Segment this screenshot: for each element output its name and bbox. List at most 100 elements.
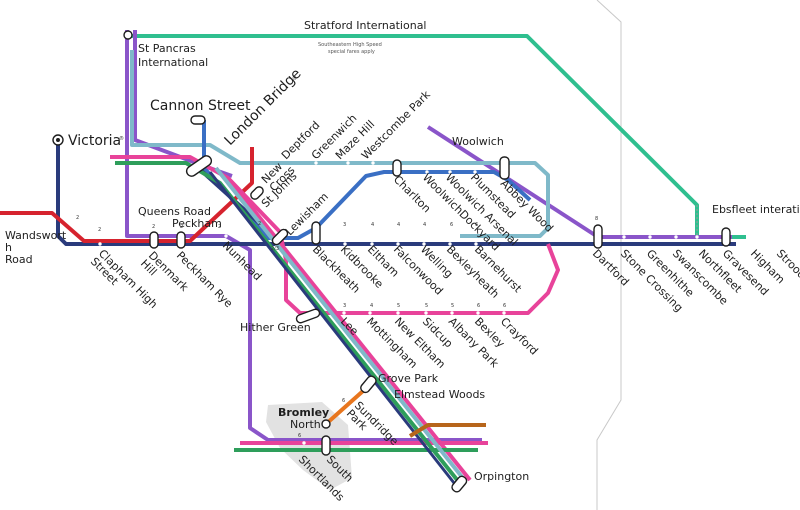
- zone-boundary: [596, 0, 622, 510]
- line-green: [115, 161, 464, 488]
- peckham-rye-marker[interactable]: [176, 231, 186, 249]
- stop-dot: [343, 242, 347, 246]
- zone-number: 2: [76, 215, 79, 221]
- stop-dot: [396, 311, 400, 315]
- zone-number: 2: [218, 224, 221, 230]
- hither-green-marker[interactable]: [295, 308, 321, 324]
- line-purple-west: [125, 30, 482, 442]
- stop-dot: [358, 407, 362, 411]
- line-teal-south: [214, 166, 468, 484]
- stop-dot: [368, 311, 372, 315]
- zone-number: 4: [370, 303, 373, 309]
- london-bridge-marker[interactable]: [185, 154, 214, 178]
- label-victoria: Victoria: [68, 133, 121, 149]
- zone-number: 2: [180, 224, 183, 230]
- blackheath-marker[interactable]: [311, 221, 321, 245]
- zone-number: 6: [503, 303, 506, 309]
- new-cross-marker[interactable]: [249, 185, 265, 201]
- stop-dot: [422, 242, 426, 246]
- zone-number: 3: [343, 222, 346, 228]
- zone-number: 2: [98, 227, 101, 233]
- line-teal: [130, 50, 550, 238]
- dartford-marker[interactable]: [593, 224, 603, 249]
- zone-number: 5: [397, 303, 400, 309]
- zone-number: 8: [595, 216, 598, 222]
- label-wandsworth-road: Wandswort: [5, 229, 67, 242]
- orpington-marker[interactable]: [450, 475, 468, 494]
- stop-dot: [370, 242, 374, 246]
- stop-dot: [371, 161, 375, 165]
- label-crayford: Crayford: [498, 315, 541, 358]
- line-brown: [408, 423, 486, 438]
- stop-dot: [302, 441, 306, 445]
- victoria-marker-dot: [56, 138, 60, 142]
- abbey-wood-marker[interactable]: [499, 156, 510, 180]
- label-rail-mark: ®: [119, 135, 124, 142]
- denmark-hill-marker[interactable]: [149, 231, 159, 249]
- label-st-pancras: St Pancras: [138, 42, 196, 55]
- zone-number: 6: [342, 398, 345, 404]
- stratford-marker[interactable]: [123, 30, 133, 40]
- stop-dot: [424, 311, 428, 315]
- label-southeastern-note: Southeastern High Speed: [318, 42, 382, 48]
- label-grove-park: Grove Park: [378, 372, 439, 385]
- label-queens-road-peckham: Peckham: [172, 217, 222, 230]
- line-high-speed: [127, 34, 746, 239]
- zone-number: 6: [477, 303, 480, 309]
- bromley-south-marker[interactable]: [321, 435, 331, 456]
- stop-dot: [473, 170, 477, 174]
- stop-dot: [448, 170, 452, 174]
- zone-number: 4: [397, 222, 400, 228]
- label-ebbsfleet: Ebsfleet interational: [712, 203, 800, 216]
- stop-dot: [474, 242, 478, 246]
- lewisham-marker[interactable]: [271, 228, 289, 246]
- label-stratford-international: Stratford International: [304, 19, 427, 32]
- line-pink: [110, 155, 560, 315]
- stop-dot: [476, 311, 480, 315]
- zone-number: 4: [423, 222, 426, 228]
- label-woolwich: Woolwich: [452, 135, 504, 148]
- stop-dot: [502, 311, 506, 315]
- stop-dot: [224, 234, 228, 238]
- grove-park-marker[interactable]: [359, 375, 377, 395]
- stop-dot: [98, 242, 102, 246]
- zone-number: 2: [152, 224, 155, 230]
- gravesend-marker[interactable]: [721, 227, 731, 247]
- zone-number: 4: [371, 222, 374, 228]
- label-cannon-street: Cannon Street: [150, 98, 251, 114]
- stop-dot: [342, 311, 346, 315]
- label-wandsworth-road: h: [5, 241, 12, 254]
- label-rail-mark: ®: [292, 75, 297, 82]
- stop-dot: [425, 170, 429, 174]
- stop-dot: [622, 235, 626, 239]
- charlton-marker[interactable]: [392, 159, 402, 177]
- bromley-north-marker[interactable]: [321, 419, 331, 429]
- label-wandsworth-road: Road: [5, 253, 33, 266]
- zone-number: 3: [343, 303, 346, 309]
- line-pink-south: [226, 176, 472, 482]
- stop-dot: [346, 161, 350, 165]
- zone-numbers: 2 2 2 2 2 2 2/3 3 4 4 4 3 4 5 5 5 6 6 6 …: [76, 215, 598, 439]
- stop-dot: [648, 235, 652, 239]
- stop-dot: [448, 242, 452, 246]
- label-elmstead-woods: Elmstead Woods: [394, 388, 485, 401]
- cannon-street-marker[interactable]: [190, 115, 206, 125]
- zone-number: 6: [450, 222, 453, 228]
- line-navy: [56, 140, 736, 246]
- zone-number: 6: [298, 433, 301, 439]
- label-bromley-north: Bromley: [278, 406, 329, 419]
- stop-dot: [695, 235, 699, 239]
- label-st-pancras: International: [138, 56, 208, 69]
- station-markers: [52, 30, 731, 494]
- stop-dot: [396, 242, 400, 246]
- label-southeastern-note: special fares apply: [328, 49, 375, 55]
- zone-number: 5: [451, 303, 454, 309]
- stop-dot: [674, 235, 678, 239]
- zone-number: 2: [258, 221, 261, 227]
- label-bromley-north: North: [290, 418, 321, 431]
- label-hither-green: Hither Green: [240, 321, 311, 334]
- zone-number: 6: [475, 222, 478, 228]
- zone-number: 2/3: [271, 246, 279, 252]
- label-orpington: Orpington: [474, 470, 529, 483]
